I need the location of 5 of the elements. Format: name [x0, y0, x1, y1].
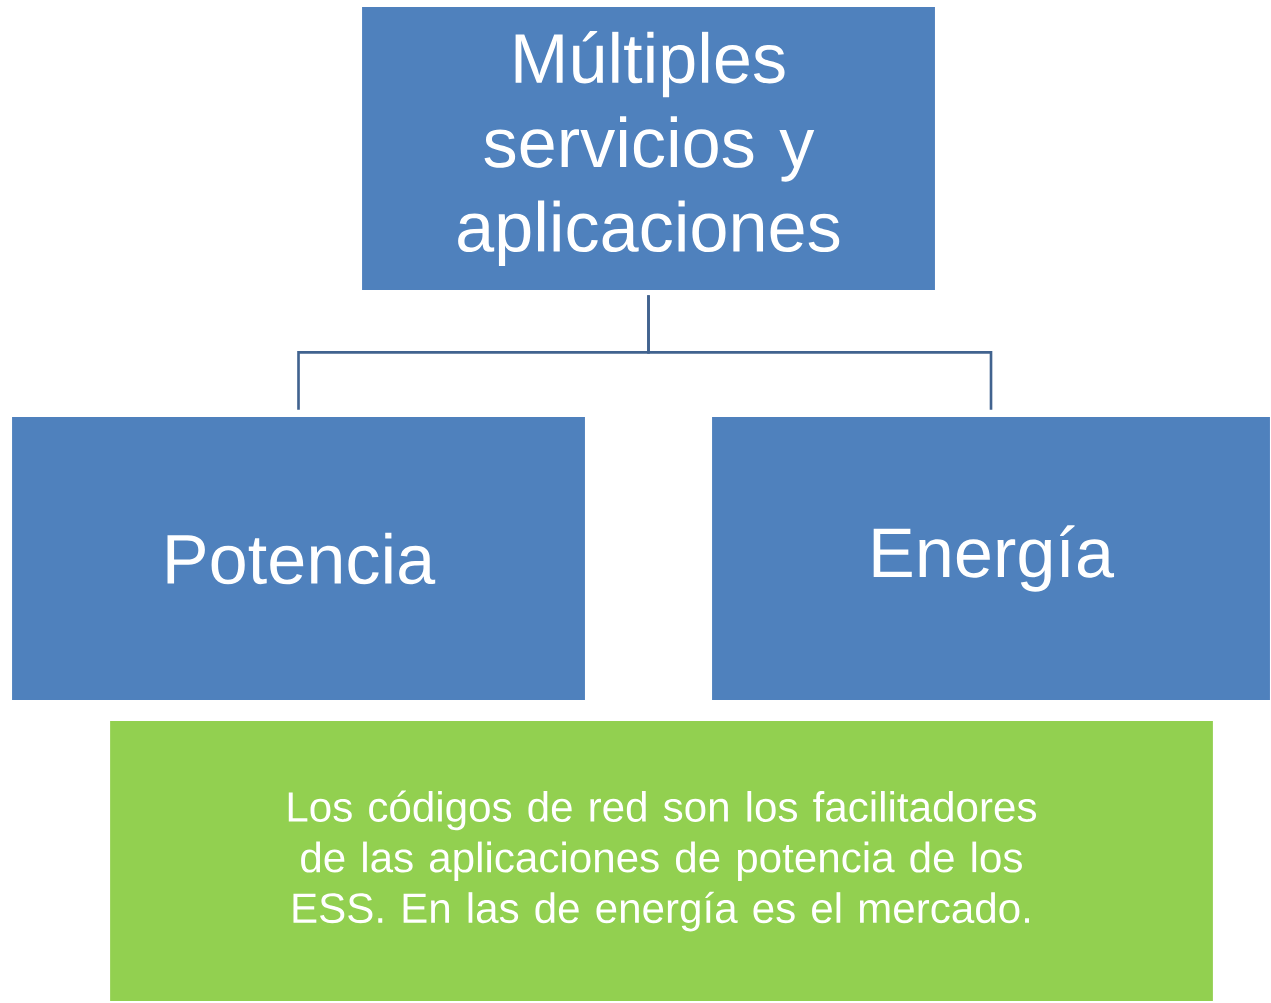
- process-box: Potencia: [12, 417, 585, 700]
- note-box: Los códigos de red son los facilitadores de las aplicaciones de potencia de los ESS. En las de energía es el mercado.: [110, 721, 1213, 1001]
- process-box: Múltiples servicios y aplicaciones: [362, 7, 935, 290]
- connector-line: [647, 295, 993, 410]
- process-box: Energía: [712, 417, 1270, 700]
